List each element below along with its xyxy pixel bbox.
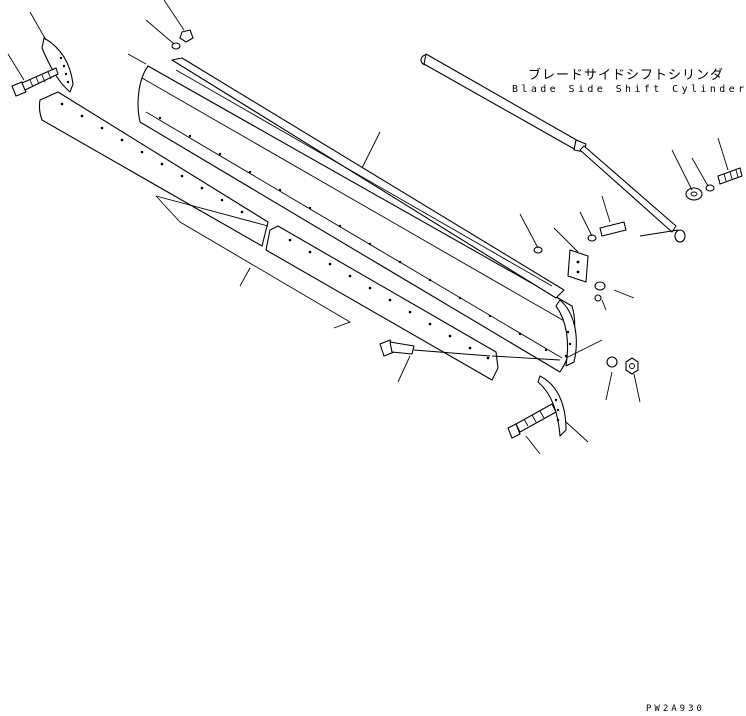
leader-lines <box>7 0 729 455</box>
cylinder-label-jp: ブレードサイドシフトシリンダ <box>528 68 725 83</box>
lower-washer <box>606 356 618 368</box>
left-end-bit <box>41 37 74 93</box>
top-washer <box>171 42 181 50</box>
bracket-nut <box>594 281 606 302</box>
side-shift-cylinder <box>420 53 686 243</box>
top-bolt <box>179 29 194 43</box>
right-end-bit <box>537 375 567 437</box>
bracket-pin <box>533 246 543 254</box>
bracket-bolt <box>599 221 627 237</box>
right-end-bolt <box>507 403 557 439</box>
bracket-plate <box>567 249 589 283</box>
cylinder-washer-small <box>705 184 715 192</box>
cylinder-washer-large <box>685 187 703 201</box>
cutting-edge-right <box>265 225 499 381</box>
cylinder-bolt <box>717 167 743 185</box>
cutting-edge-bolt <box>379 339 415 357</box>
cutting-edge-left <box>38 91 269 247</box>
drawing-code: PW2A930 <box>646 704 705 714</box>
left-end-bolt <box>11 67 59 97</box>
blade-moldboard <box>137 57 577 373</box>
cylinder-label-en: Blade Side Shift Cylinder <box>512 84 746 95</box>
lower-nut <box>625 357 639 375</box>
